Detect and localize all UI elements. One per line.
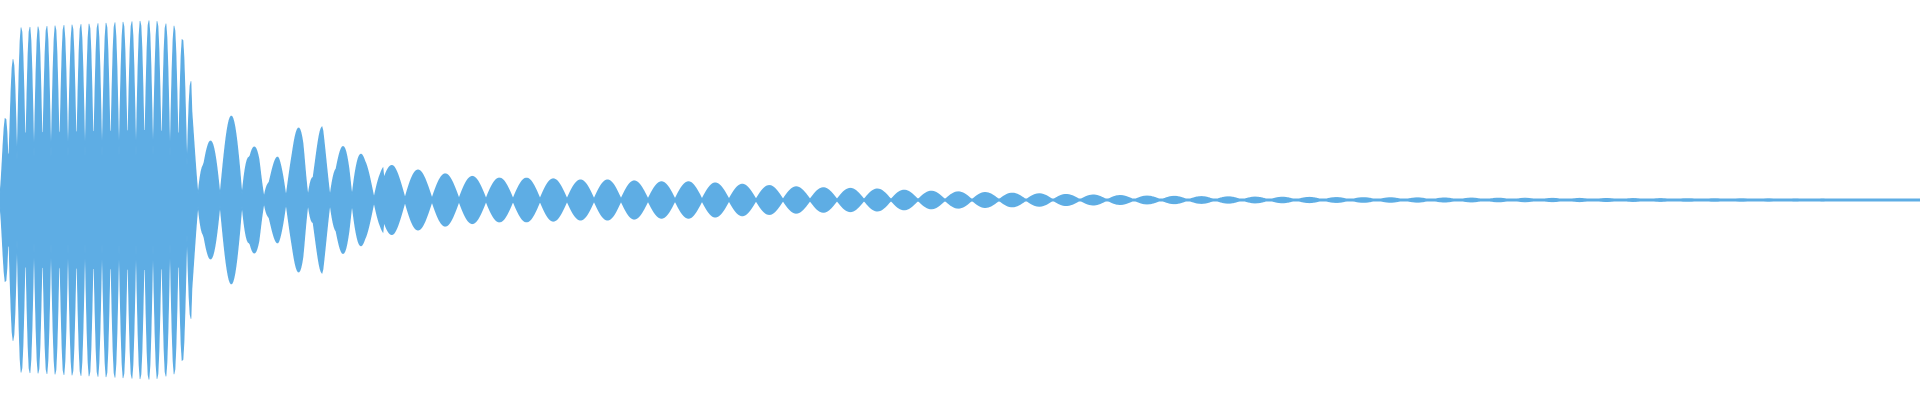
audio-waveform	[0, 20, 1920, 380]
waveform-shape	[0, 20, 1920, 380]
